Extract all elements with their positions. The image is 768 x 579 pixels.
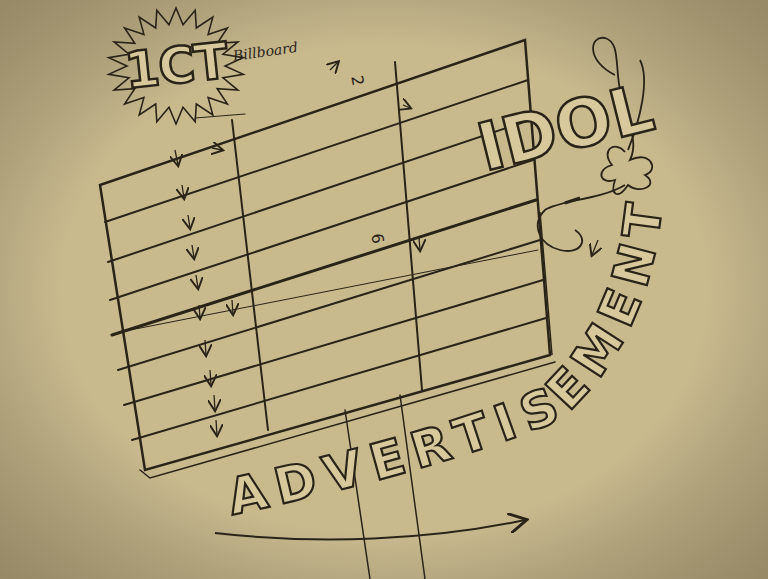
starburst-node: 1CT bbox=[106, 6, 246, 126]
direction-arrow bbox=[215, 520, 525, 539]
advertisement-text: ADVERTISEMENT bbox=[222, 200, 674, 527]
advertisement-word: ADVERTISEMENT bbox=[222, 200, 674, 527]
node-title: 1CT bbox=[103, 30, 248, 102]
